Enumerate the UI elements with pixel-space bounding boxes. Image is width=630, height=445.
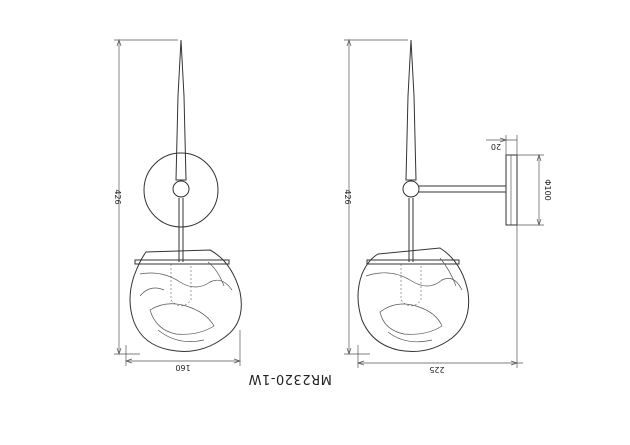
front-width-label: 160 [175,363,190,372]
front-spike [175,39,187,181]
front-crossbar [134,259,230,265]
side-plate-thickness-label: 20 [491,142,501,151]
front-wall-plate [143,152,219,228]
side-depth-label: 225 [429,365,444,374]
front-bulb-hidden [170,264,192,307]
side-crossbar [366,259,460,265]
product-title: MR2320-1W [248,371,332,386]
side-view: 426 225 20 Φ100 [343,38,552,374]
side-plate-diameter-label: Φ100 [543,179,552,201]
front-height-label: 426 [113,189,122,204]
front-ball-joint [172,180,190,198]
side-bulb-hidden [400,264,422,307]
side-wall-plate [505,154,518,226]
side-glass-shade [357,247,470,352]
side-height-label: 426 [343,189,352,204]
front-glass-shade [129,249,242,352]
side-ball-joint [402,180,420,198]
front-view: 426 160 MR2320-1W [113,38,332,386]
side-spike [405,39,417,181]
